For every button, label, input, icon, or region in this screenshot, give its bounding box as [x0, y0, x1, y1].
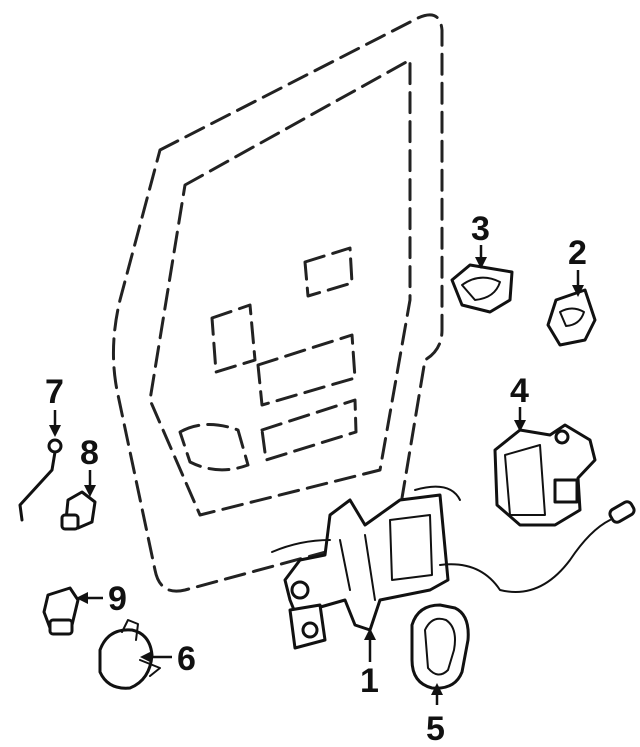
part-9-clip [42, 586, 80, 636]
part-2-striker [546, 288, 597, 347]
callout-3: 3 [471, 210, 490, 248]
callout-labels: 1 2 3 4 5 6 7 8 9 [45, 210, 587, 747]
part-5-handle-bezel [410, 603, 470, 690]
latch-cable [439, 500, 636, 593]
callout-4: 4 [510, 372, 529, 410]
part-3-striker-plate [450, 263, 514, 314]
part-7-rod [18, 438, 63, 522]
part-8-rod-clip [60, 490, 97, 531]
callout-6: 6 [177, 640, 196, 678]
callout-1: 1 [360, 662, 379, 700]
callout-2: 2 [568, 234, 587, 272]
part-4-lock-actuator [493, 423, 597, 527]
callout-8: 8 [80, 434, 99, 472]
callout-7: 7 [45, 373, 64, 411]
callout-5: 5 [426, 710, 445, 747]
callout-9: 9 [108, 580, 127, 618]
part-1-latch-assembly [271, 485, 461, 650]
callout-arrows [49, 245, 584, 705]
door-outline [112, 13, 444, 593]
